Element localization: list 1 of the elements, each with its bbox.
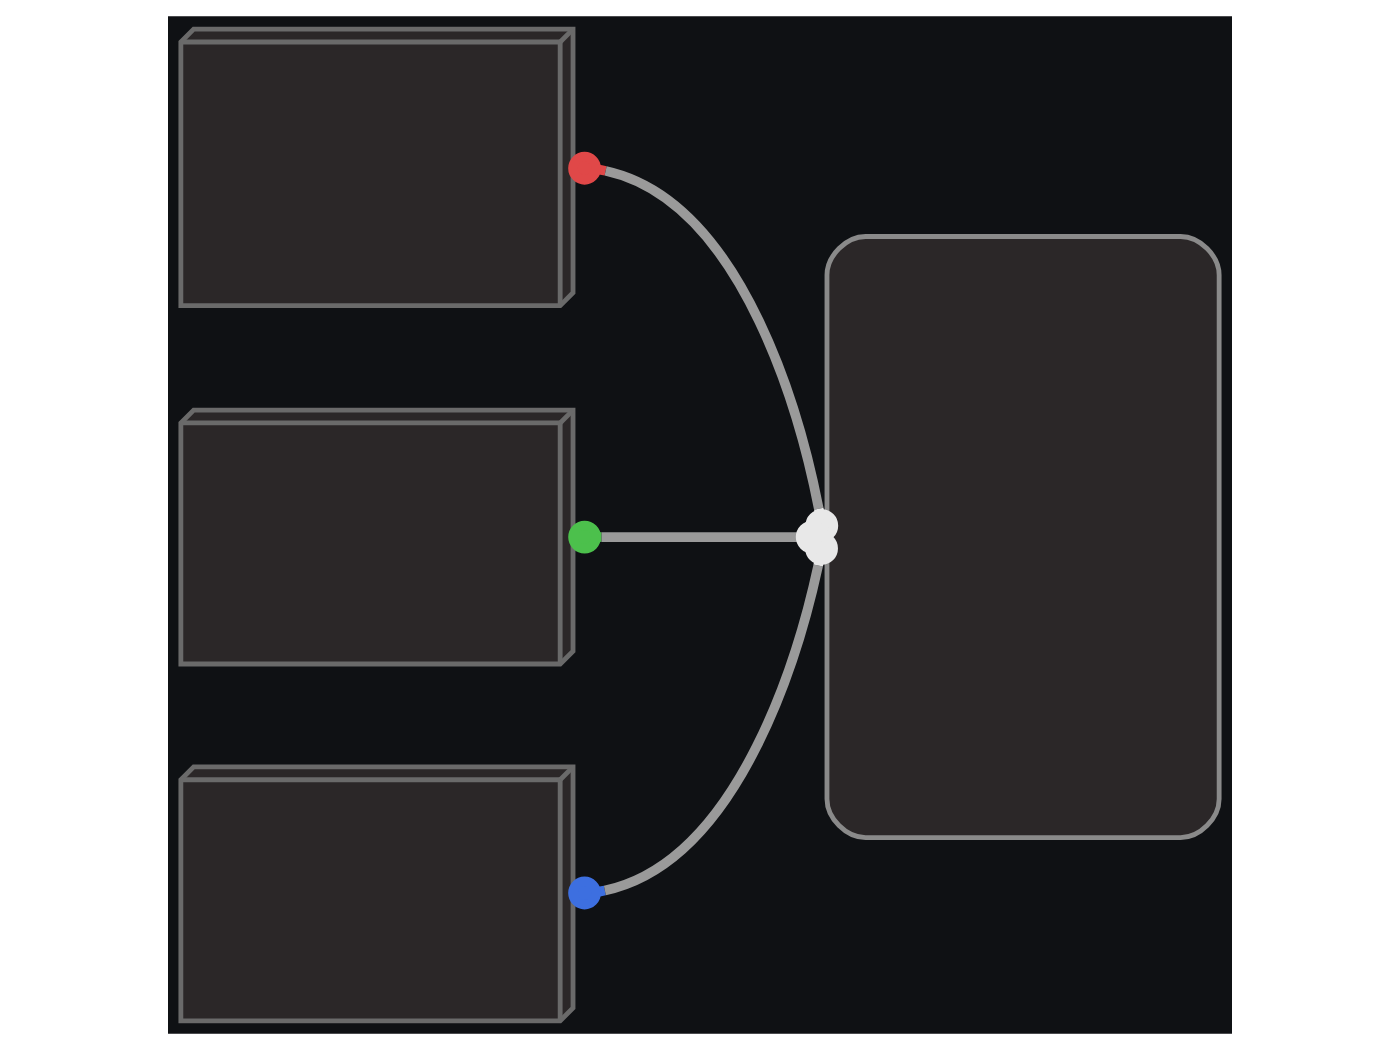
node-box <box>824 234 1222 840</box>
